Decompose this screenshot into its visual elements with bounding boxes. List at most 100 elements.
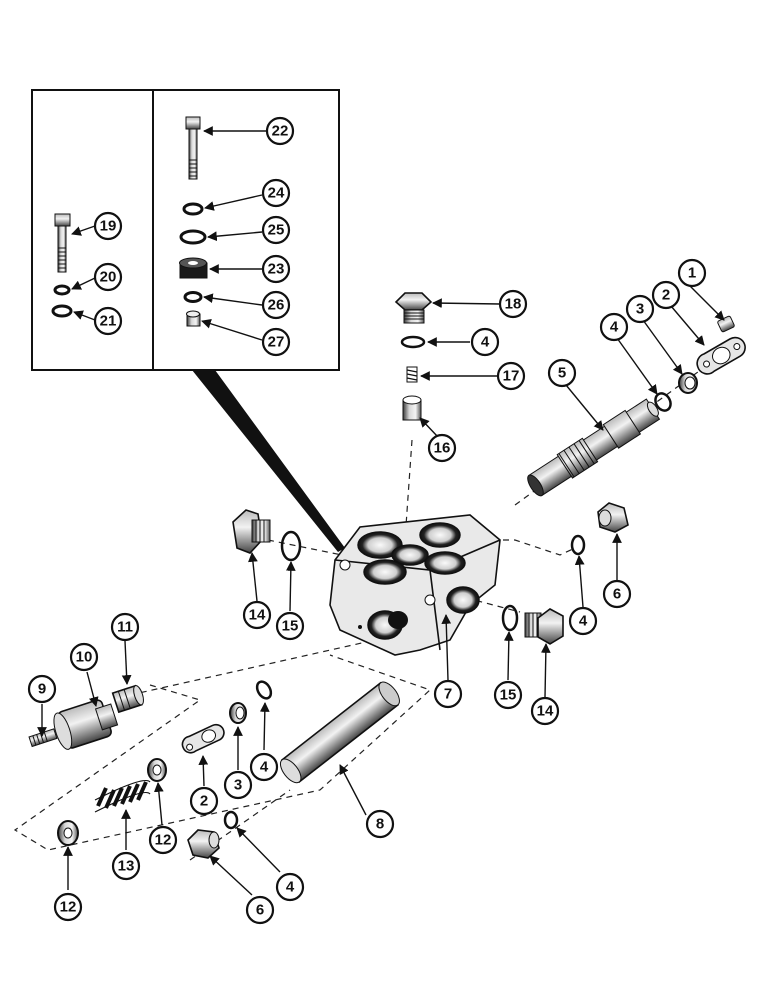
callout-2-left: 2 (189, 786, 219, 816)
svg-text:14: 14 (537, 703, 554, 720)
svg-text:15: 15 (282, 618, 299, 635)
callout-3-left: 3 (223, 770, 253, 800)
svg-text:25: 25 (268, 222, 285, 239)
spring-13 (94, 779, 151, 813)
svg-text:2: 2 (662, 287, 670, 304)
callout-10: 10 (69, 642, 99, 672)
svg-text:20: 20 (100, 269, 117, 286)
svg-text:11: 11 (117, 619, 133, 636)
callout-3-right: 3 (625, 294, 655, 324)
callout-16: 16 (427, 433, 457, 463)
svg-text:6: 6 (613, 586, 621, 603)
callout-27: 27 (261, 327, 291, 357)
callout-15-right: 15 (493, 680, 523, 710)
callout-8: 8 (365, 809, 395, 839)
seal-3-right (678, 372, 698, 394)
oring-15-left (280, 530, 302, 562)
svg-text:2: 2 (200, 793, 208, 810)
inset-nut-27 (186, 310, 201, 327)
svg-text:5: 5 (558, 365, 566, 382)
svg-text:21: 21 (100, 313, 117, 330)
spring-17 (406, 366, 418, 383)
svg-text:4: 4 (286, 879, 295, 896)
svg-text:23: 23 (268, 261, 285, 278)
svg-text:6: 6 (256, 902, 264, 919)
oring-4-top (400, 335, 426, 349)
inset-washer-25 (179, 229, 207, 245)
callout-17: 17 (496, 361, 526, 391)
callout-14-right: 14 (530, 696, 560, 726)
check-poppet-16 (402, 395, 422, 421)
svg-text:17: 17 (503, 368, 520, 385)
callout-25: 25 (261, 215, 291, 245)
svg-text:12: 12 (155, 832, 172, 849)
seat-12-upper (147, 758, 167, 782)
callout-23: 23 (261, 254, 291, 284)
inset-bolt-22 (185, 116, 201, 180)
svg-text:12: 12 (60, 899, 77, 916)
inset-washer-26 (183, 291, 203, 303)
svg-text:10: 10 (76, 649, 93, 666)
plug-6-lower (187, 829, 220, 859)
oring-4-lower (223, 810, 239, 830)
plug-14-left (232, 509, 271, 554)
callout-22: 22 (265, 116, 295, 146)
callout-12-upper: 12 (148, 825, 178, 855)
callout-6-lower: 6 (245, 895, 275, 925)
callout-4-spool: 4 (599, 312, 629, 342)
svg-text:24: 24 (268, 185, 285, 202)
oring-4-spool (654, 392, 672, 412)
callout-21: 21 (93, 306, 123, 336)
svg-text:22: 22 (272, 123, 289, 140)
svg-text:15: 15 (500, 687, 517, 704)
svg-text:27: 27 (268, 334, 285, 351)
svg-text:3: 3 (636, 301, 644, 318)
svg-text:4: 4 (579, 613, 588, 630)
callout-4-left: 4 (249, 752, 279, 782)
callout-20: 20 (93, 262, 123, 292)
svg-text:8: 8 (376, 816, 384, 833)
svg-text:4: 4 (610, 319, 619, 336)
plug-14-right (524, 608, 564, 645)
callout-19: 19 (93, 211, 123, 241)
callout-4-lower: 4 (275, 872, 305, 902)
svg-text:16: 16 (434, 440, 451, 457)
svg-text:3: 3 (234, 777, 242, 794)
oring-4-left (255, 680, 273, 700)
svg-text:13: 13 (118, 858, 135, 875)
screw-9 (28, 728, 58, 748)
leader-lines (37, 126, 725, 896)
svg-text:4: 4 (481, 334, 490, 351)
callout-24: 24 (261, 178, 291, 208)
callout-6-right: 6 (602, 579, 632, 609)
inset-bushing-23 (179, 257, 208, 279)
cap-plate-2-left (181, 723, 225, 754)
svg-text:26: 26 (268, 297, 285, 314)
callout-4-right: 4 (568, 606, 598, 636)
callout-5: 5 (547, 358, 577, 388)
svg-text:14: 14 (249, 607, 266, 624)
seat-12-lower (57, 820, 79, 846)
svg-text:1: 1 (688, 265, 696, 282)
cap-10 (53, 699, 119, 750)
sleeve-8 (279, 681, 400, 784)
svg-text:18: 18 (505, 296, 522, 313)
inset-lockwasher-20 (53, 284, 71, 296)
oring-4-right (570, 534, 586, 556)
cap-plate-2-right (696, 336, 746, 375)
spool-5 (527, 398, 661, 497)
svg-text:4: 4 (260, 759, 269, 776)
callout-7: 7 (433, 679, 463, 709)
callout-18: 18 (498, 289, 528, 319)
oring-15-right (501, 604, 519, 632)
callout-1: 1 (677, 258, 707, 288)
callout-9: 9 (27, 674, 57, 704)
callout-14-left: 14 (242, 600, 272, 630)
plug-6-right (597, 502, 629, 533)
inset-washer-24 (182, 202, 204, 216)
inset-bolt-19 (54, 213, 71, 273)
seal-3-left (229, 702, 247, 724)
callout-11: 11 (110, 612, 140, 642)
svg-text:7: 7 (444, 686, 452, 703)
